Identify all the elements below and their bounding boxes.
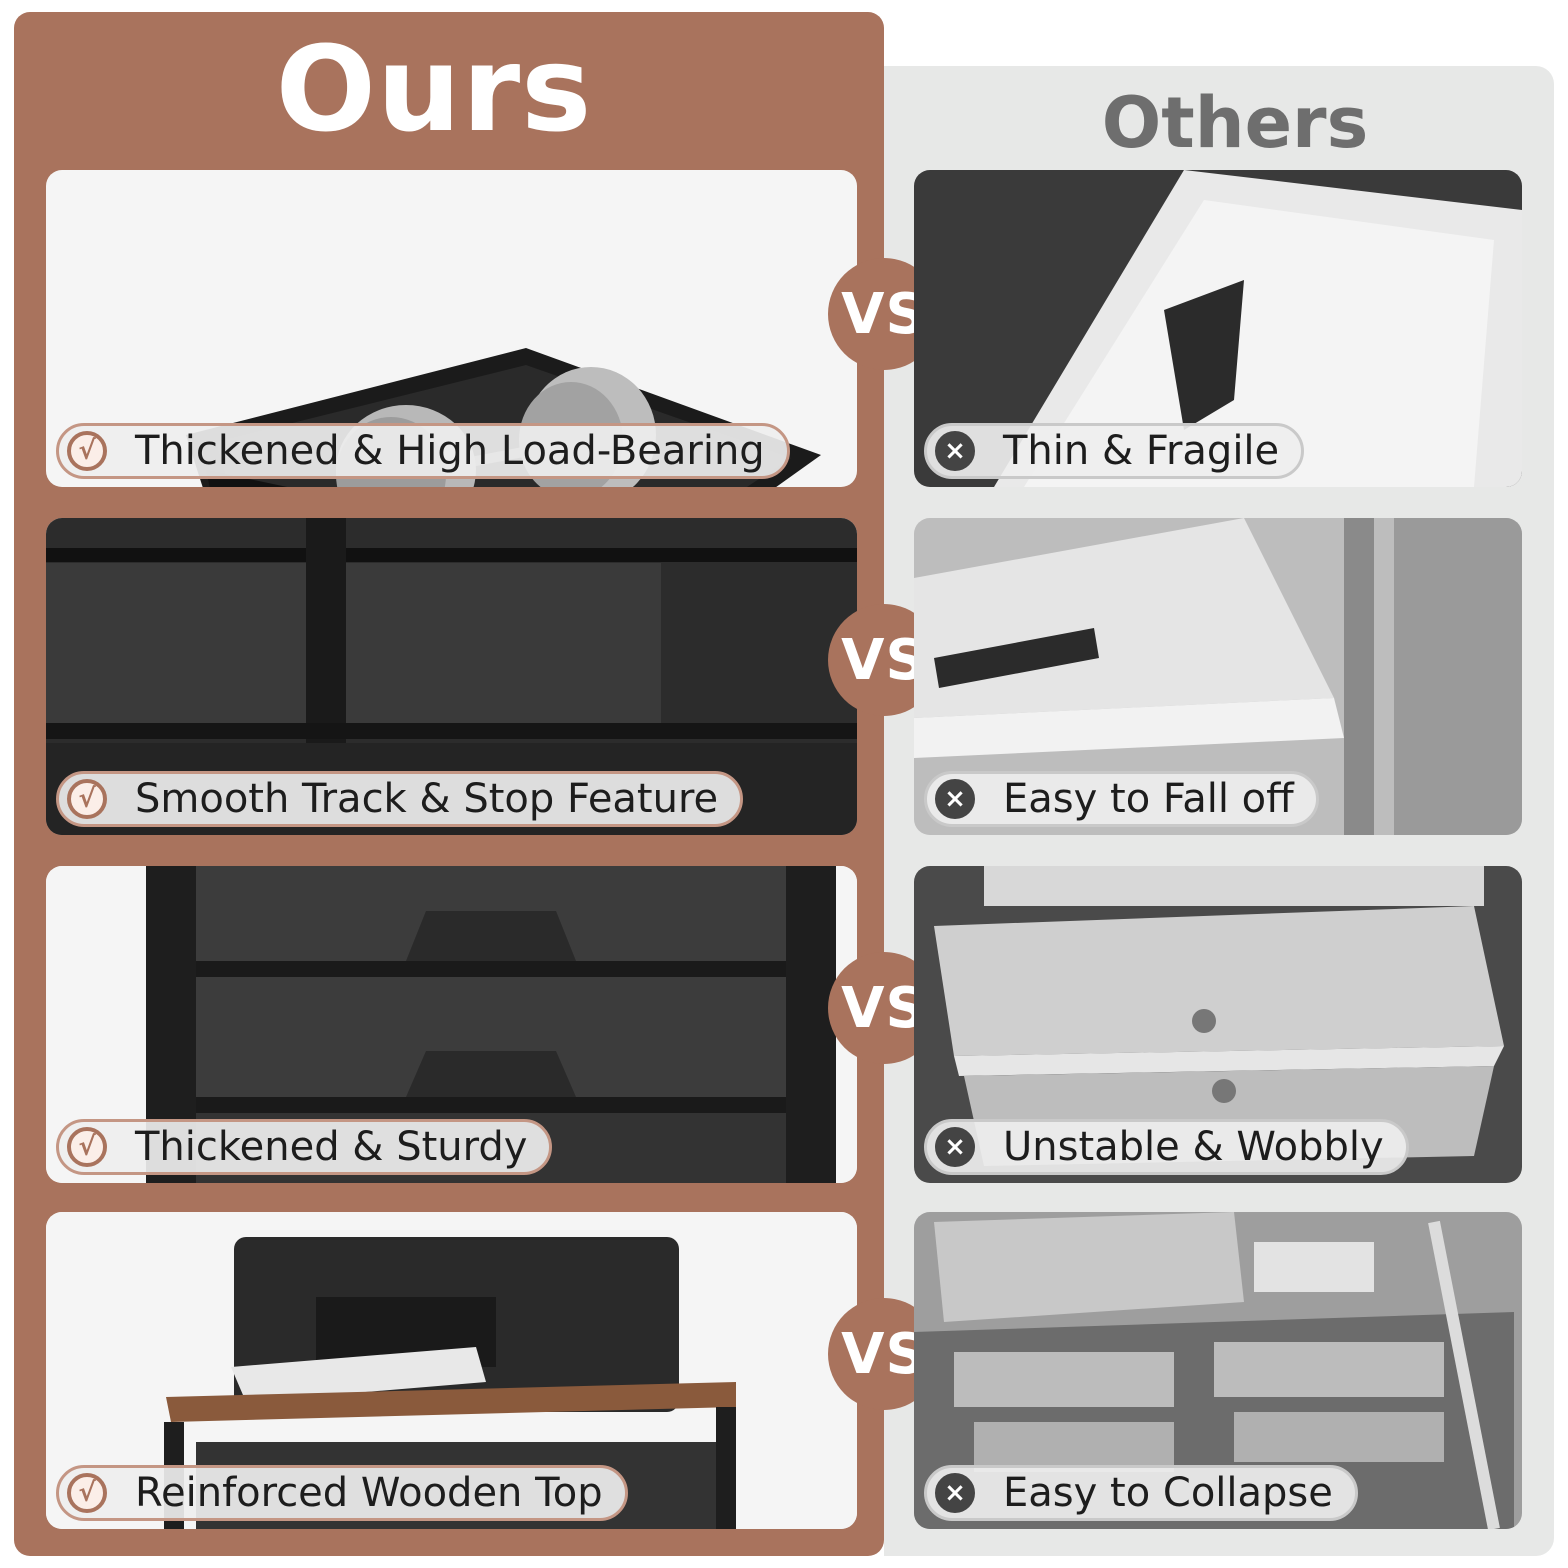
others-card-fragile: × Thin & Fragile [914,170,1522,487]
ours-label-load-bearing: √ Thickened & High Load-Bearing [56,423,790,479]
others-label-text: Easy to Fall off [1003,776,1294,822]
others-label-fall-off: × Easy to Fall off [924,771,1319,827]
ours-label-smooth-track: √ Smooth Track & Stop Feature [56,771,744,827]
others-label-text: Unstable & Wobbly [1003,1124,1384,1170]
ours-label-text: Thickened & Sturdy [135,1124,528,1170]
ours-card-sturdy: √ Thickened & Sturdy [46,866,857,1183]
cross-icon: × [935,1127,975,1167]
cross-icon: × [935,431,975,471]
others-label-text: Thin & Fragile [1003,428,1280,474]
ours-title: Ours [275,20,593,158]
others-card-wobbly: × Unstable & Wobbly [914,866,1522,1183]
others-card-fall-off: × Easy to Fall off [914,518,1522,835]
check-icon: √ [67,431,107,471]
others-label-text: Easy to Collapse [1003,1470,1333,1516]
others-title: Others [1101,82,1369,164]
check-icon: √ [67,779,107,819]
ours-card-load-bearing: √ Thickened & High Load-Bearing [46,170,857,487]
ours-label-text: Smooth Track & Stop Feature [135,776,719,822]
cross-icon: × [935,779,975,819]
ours-label-wooden-top: √ Reinforced Wooden Top [56,1465,628,1521]
check-icon: √ [67,1127,107,1167]
ours-label-text: Thickened & High Load-Bearing [135,428,765,474]
others-label-fragile: × Thin & Fragile [924,423,1305,479]
cross-icon: × [935,1473,975,1513]
ours-label-text: Reinforced Wooden Top [135,1470,603,1516]
clear-plastic-drawer-sliding-out-image [914,518,1522,835]
others-label-wobbly: × Unstable & Wobbly [924,1119,1409,1175]
ours-label-sturdy: √ Thickened & Sturdy [56,1119,553,1175]
ours-card-wooden-top: √ Reinforced Wooden Top [46,1212,857,1529]
others-card-collapse: × Easy to Collapse [914,1212,1522,1529]
check-icon: √ [67,1473,107,1513]
others-label-collapse: × Easy to Collapse [924,1465,1358,1521]
ours-card-smooth-track: √ Smooth Track & Stop Feature [46,518,857,835]
